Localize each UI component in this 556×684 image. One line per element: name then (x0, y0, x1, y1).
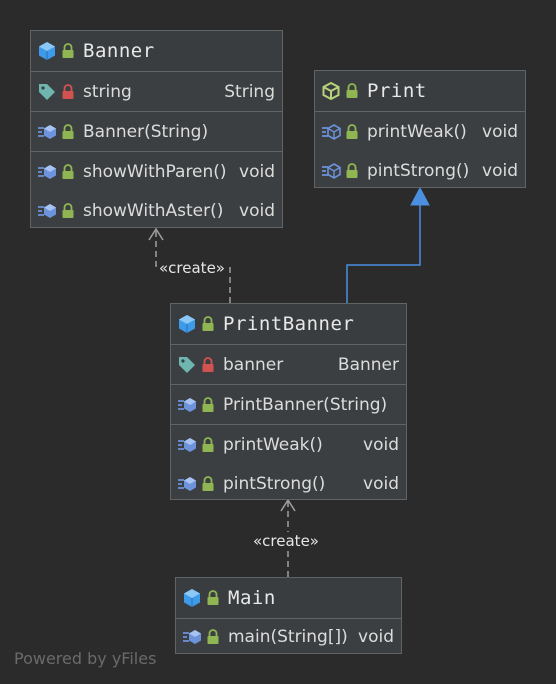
public-lock-icon (206, 629, 220, 645)
realization-arrowhead (410, 186, 430, 206)
class-icon (182, 588, 202, 608)
constructor-name: Banner(String) (83, 121, 209, 142)
public-lock-icon (61, 124, 75, 140)
method-icon (177, 435, 197, 455)
watermark: Powered by yFiles (14, 649, 157, 668)
field-icon (177, 355, 197, 375)
method-name: showWithParen() (83, 161, 227, 182)
create-label-banner: «create» (157, 259, 227, 277)
field-name: banner (223, 354, 284, 375)
interface-name: Print (367, 80, 427, 102)
method-type: void (363, 473, 399, 494)
method-row[interactable]: pintStrong() void (171, 464, 406, 503)
public-lock-icon (201, 476, 215, 492)
public-lock-icon (61, 203, 75, 219)
field-row[interactable]: string String (31, 72, 282, 111)
method-row[interactable]: pintStrong() void (315, 151, 525, 190)
method-type: void (239, 200, 275, 221)
class-main[interactable]: Main main(String[]) void (175, 577, 402, 654)
abstract-method-icon (321, 161, 341, 181)
static-method-icon (182, 627, 202, 647)
class-name: Banner (83, 40, 155, 62)
create-label-printbanner: «create» (251, 532, 321, 550)
class-icon (37, 41, 57, 61)
method-icon (37, 162, 57, 182)
public-lock-icon (61, 164, 75, 180)
realization-edge (346, 204, 421, 303)
public-lock-icon (201, 437, 215, 453)
class-printbanner[interactable]: PrintBanner banner Banner PrintBanner(St… (170, 303, 407, 500)
method-type: void (239, 161, 275, 182)
private-lock-icon (201, 357, 215, 373)
public-lock-icon (345, 163, 359, 179)
public-lock-icon (61, 43, 75, 59)
class-header: Main (176, 578, 401, 619)
create-arrowhead-banner (148, 227, 164, 241)
method-type: void (358, 626, 394, 647)
constructor-row[interactable]: PrintBanner(String) (171, 385, 406, 424)
method-name: printWeak() (223, 434, 323, 455)
method-row[interactable]: showWithParen() void (31, 152, 282, 191)
abstract-method-icon (321, 122, 341, 142)
constructors-section: Banner(String) (31, 112, 282, 152)
class-banner[interactable]: Banner string String Banner(String) show… (30, 30, 283, 228)
interface-print[interactable]: Print printWeak() void pintStrong() void (314, 70, 526, 188)
method-icon (177, 395, 197, 415)
public-lock-icon (201, 397, 215, 413)
method-row[interactable]: printWeak() void (171, 425, 406, 464)
method-row[interactable]: printWeak() void (315, 112, 525, 151)
method-icon (37, 201, 57, 221)
method-name: pintStrong() (223, 473, 326, 494)
fields-section: string String (31, 72, 282, 112)
method-icon (177, 474, 197, 494)
public-lock-icon (201, 316, 215, 332)
class-header: PrintBanner (171, 304, 406, 345)
class-header: Banner (31, 31, 282, 72)
public-lock-icon (345, 83, 359, 99)
constructor-name: PrintBanner(String) (223, 394, 388, 415)
class-name: Main (228, 587, 276, 609)
method-icon (37, 122, 57, 142)
method-type: void (363, 434, 399, 455)
class-icon (177, 314, 197, 334)
public-lock-icon (345, 124, 359, 140)
method-type: void (482, 121, 518, 142)
methods-section: printWeak() void pintStrong() void (171, 425, 406, 503)
field-type: Banner (337, 354, 399, 375)
interface-header: Print (315, 71, 525, 112)
constructor-row[interactable]: Banner(String) (31, 112, 282, 151)
field-row[interactable]: banner Banner (171, 345, 406, 384)
method-name: printWeak() (367, 121, 467, 142)
methods-section: showWithParen() void showWithAster() voi… (31, 152, 282, 230)
method-name: main(String[]) (228, 626, 348, 647)
field-type: String (224, 81, 275, 102)
field-name: string (83, 81, 132, 102)
field-icon (37, 82, 57, 102)
method-name: showWithAster() (83, 200, 224, 221)
method-name: pintStrong() (367, 160, 470, 181)
method-type: void (482, 160, 518, 181)
methods-section: printWeak() void pintStrong() void (315, 112, 525, 190)
methods-section: main(String[]) void (176, 619, 401, 654)
class-name: PrintBanner (223, 313, 355, 335)
create-arrowhead-printbanner (280, 498, 296, 512)
method-row[interactable]: main(String[]) void (176, 619, 401, 654)
constructors-section: PrintBanner(String) (171, 385, 406, 425)
interface-icon (321, 81, 341, 101)
fields-section: banner Banner (171, 345, 406, 385)
method-row[interactable]: showWithAster() void (31, 191, 282, 230)
public-lock-icon (206, 590, 220, 606)
private-lock-icon (61, 84, 75, 100)
